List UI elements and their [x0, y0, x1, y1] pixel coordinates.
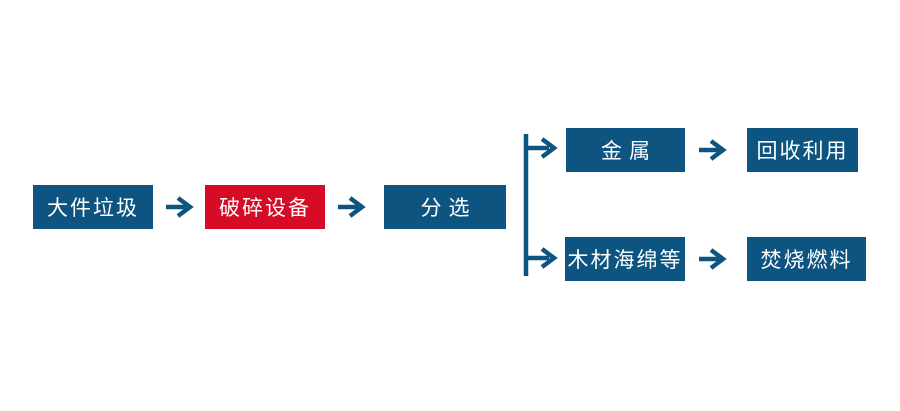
node-wood-sponge-etc: 木材海绵等 [565, 237, 685, 281]
node-bulky-waste: 大件垃圾 [33, 185, 153, 229]
node-incineration-fuel: 焚烧燃料 [747, 237, 866, 281]
right-arrow-icon [697, 138, 729, 162]
node-metal: 金属 [566, 128, 685, 172]
node-crushing-equipment: 破碎设备 [205, 185, 325, 229]
node-sorting: 分选 [384, 185, 506, 229]
node-recycling: 回收利用 [747, 128, 858, 172]
right-arrow-icon [164, 195, 196, 219]
right-arrow-icon [697, 247, 729, 271]
branch-connector-icon [520, 130, 564, 282]
right-arrow-icon [336, 195, 368, 219]
